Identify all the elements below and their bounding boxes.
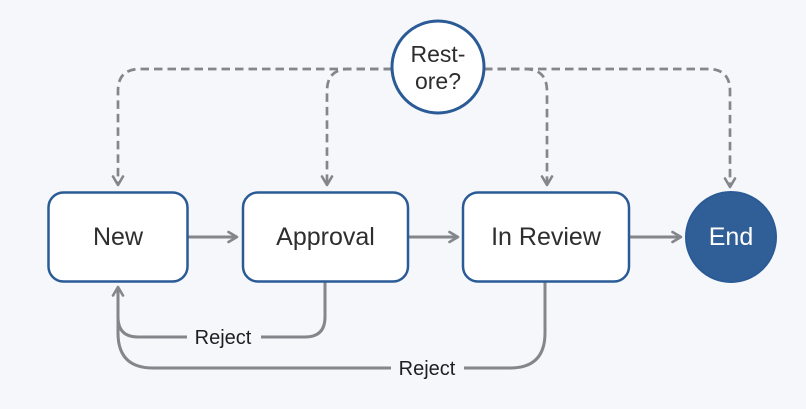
edge-restore-to-new — [111, 67, 392, 187]
reject-label-in-review: Reject — [399, 358, 456, 380]
node-new[interactable]: New — [47, 191, 189, 283]
node-approval[interactable]: Approval — [241, 191, 410, 283]
edge-approval-reject-right-segment — [261, 282, 327, 339]
node-restore[interactable]: Rest- ore? — [390, 19, 486, 115]
node-approval-label: Approval — [276, 223, 375, 251]
reject-label-approval: Reject — [195, 327, 252, 349]
node-restore-label-line1: Rest- — [411, 41, 466, 67]
node-in-review[interactable]: In Review — [461, 191, 631, 283]
node-end-shape[interactable] — [685, 191, 777, 283]
node-approval-shape[interactable] — [241, 191, 410, 283]
edge-in-review-reject-right-segment — [464, 282, 547, 370]
edge-restore-to-approval — [320, 67, 392, 187]
node-new-shape[interactable] — [47, 191, 189, 283]
node-in-review-label: In Review — [491, 223, 602, 251]
node-restore-shape[interactable] — [390, 19, 486, 115]
node-end-label: End — [709, 223, 753, 251]
node-new-label: New — [93, 223, 144, 251]
node-restore-label-line2: ore? — [415, 68, 461, 94]
edge-in-review-reject-left-segment — [116, 301, 391, 370]
node-end[interactable]: End — [685, 191, 777, 283]
node-in-review-shape[interactable] — [461, 191, 631, 283]
edge-restore-to-end — [484, 67, 737, 189]
